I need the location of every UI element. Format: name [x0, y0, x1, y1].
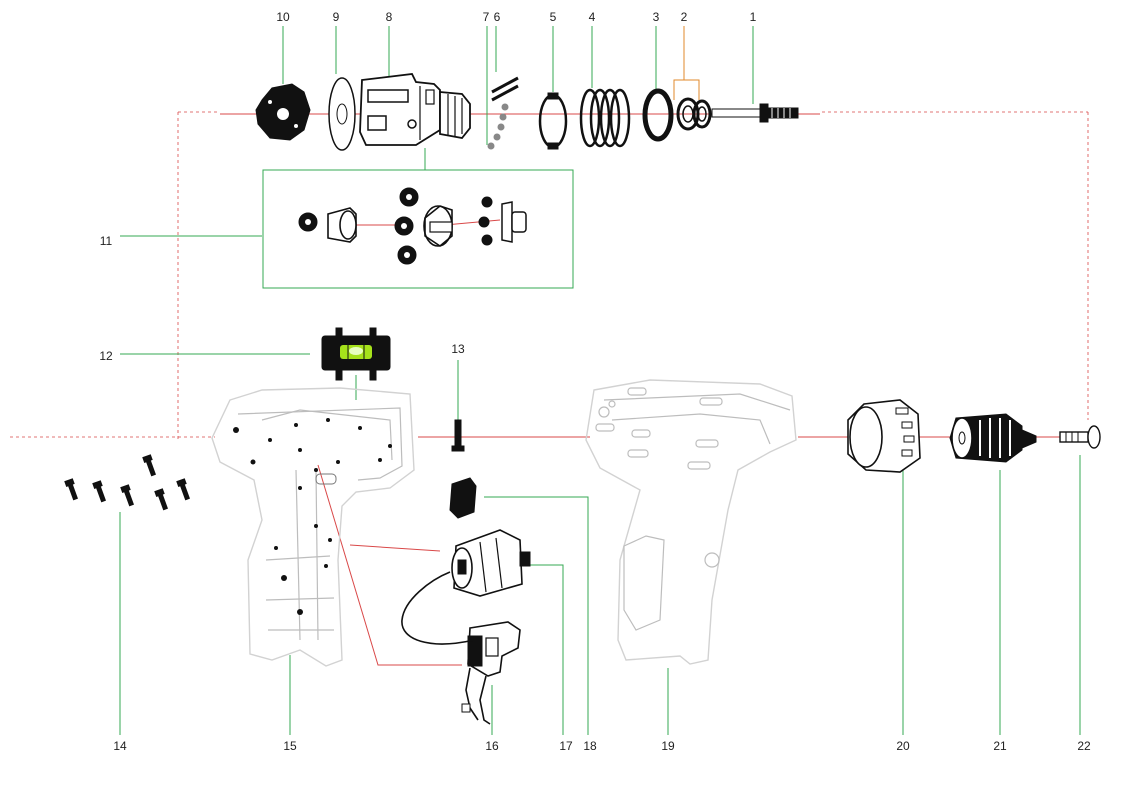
part-10-motor-plate [255, 83, 311, 141]
callout-20: 20 [896, 739, 910, 753]
callout-5: 5 [550, 10, 557, 24]
sun-gear-carrier [501, 201, 527, 243]
part-22-chuck-screw [1059, 425, 1101, 449]
planet-gear-icon [298, 212, 318, 232]
callout-15: 15 [283, 739, 297, 753]
part-11-planetary-gear-set [298, 187, 527, 265]
part-8-gearbox-housing [359, 73, 471, 146]
part-1-spindle-screw [711, 103, 799, 123]
callout-14: 14 [113, 739, 127, 753]
callout-8: 8 [386, 10, 393, 24]
callout-7: 7 [483, 10, 490, 24]
part-17-motor [451, 529, 531, 597]
part-14-housing-screws [64, 454, 190, 511]
callout-18: 18 [583, 739, 597, 753]
assembly-axis-lines [10, 111, 1089, 666]
part-7-steel-balls [487, 103, 509, 150]
callout-6: 6 [494, 10, 501, 24]
planet-carrier [423, 205, 453, 247]
part-20-clutch-collar [847, 399, 921, 473]
callout-13: 13 [451, 342, 465, 356]
part-13-screw [451, 419, 465, 452]
part-2-bearings [676, 97, 712, 131]
part-2-bracket [673, 79, 700, 100]
part-6-pins [491, 76, 519, 102]
callout-12: 12 [99, 349, 113, 363]
callout-10: 10 [276, 10, 290, 24]
ring-carrier [327, 207, 357, 243]
callout-9: 9 [333, 10, 340, 24]
part-4-clutch-spring [579, 88, 631, 148]
callout-3: 3 [653, 10, 660, 24]
callout-16: 16 [485, 739, 499, 753]
part-3-clutch-washer [642, 88, 674, 142]
callout-leader-lines [119, 26, 1081, 735]
callout-22: 22 [1077, 739, 1091, 753]
planetary-gear-group-frame [262, 169, 574, 289]
part-18-switch-block [449, 477, 477, 519]
part-21-drill-chuck [949, 413, 1037, 463]
part-19-right-housing-half [585, 379, 797, 665]
callout-19: 19 [661, 739, 675, 753]
part-9-washer [328, 77, 356, 151]
callout-17: 17 [559, 739, 573, 753]
callout-11: 11 [100, 234, 113, 248]
callout-2: 2 [681, 10, 688, 24]
callout-4: 4 [589, 10, 596, 24]
callout-labels: 1 2 3 4 5 6 7 8 9 10 11 12 13 14 15 16 1… [99, 10, 1091, 753]
part-5-clutch-plate [538, 92, 568, 150]
part-15-left-housing-half [211, 387, 415, 667]
part-16-trigger-switch [401, 571, 521, 725]
callout-1: 1 [750, 10, 757, 24]
part-12-bubble-level [321, 327, 391, 381]
callout-21: 21 [993, 739, 1007, 753]
